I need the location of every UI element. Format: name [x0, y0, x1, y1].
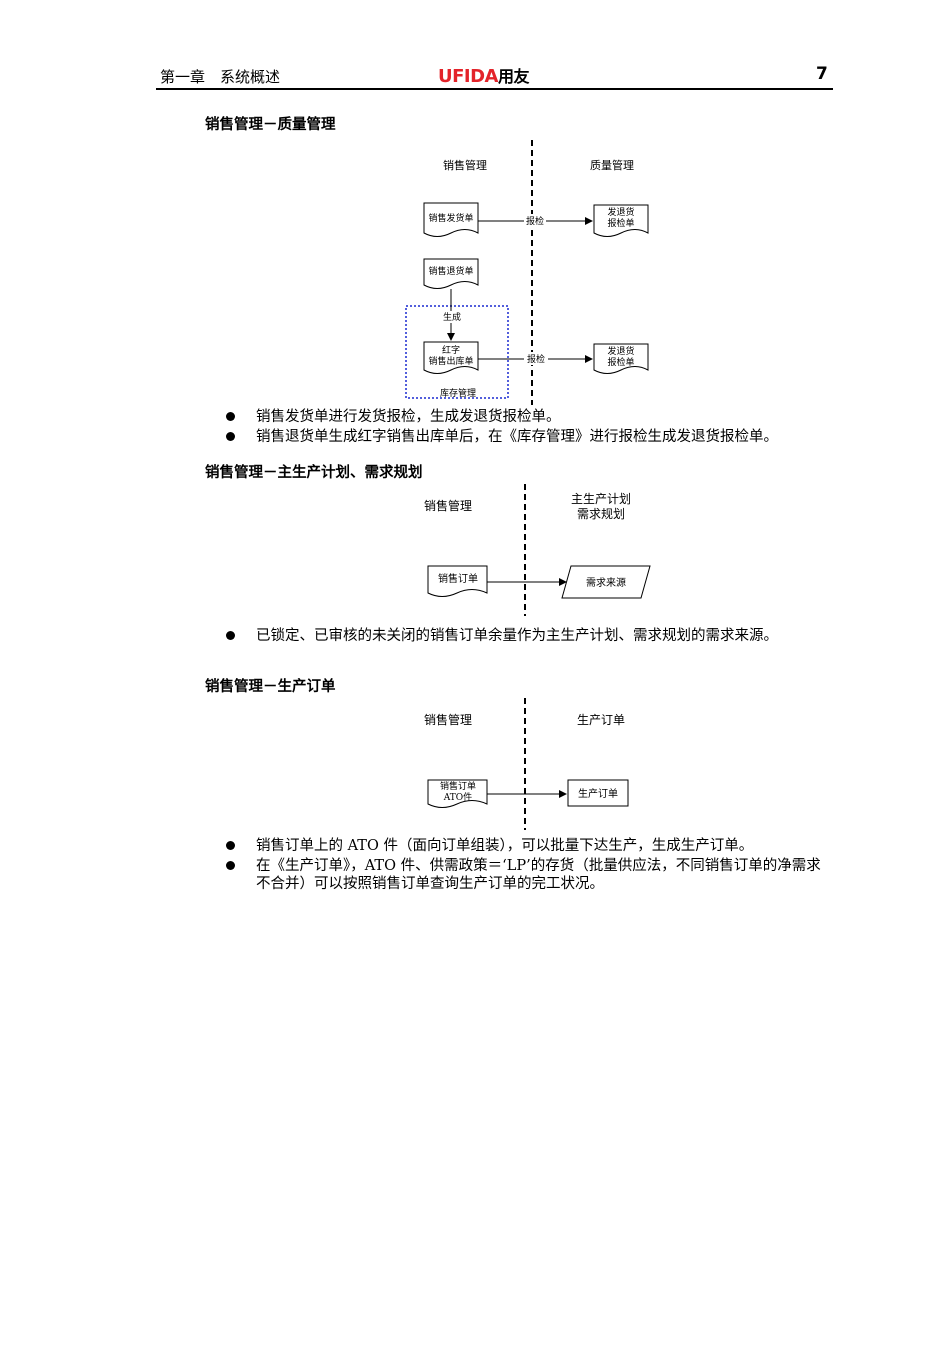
bullet-item: 销售发货单进行发货报检，生成发退货报检单。	[226, 408, 832, 426]
io-demand-source-label: 需求来源	[586, 576, 626, 589]
header-chapter: 第一章 系统概述	[160, 68, 281, 86]
logo-cn: 用友	[497, 67, 530, 86]
doc-line2: ATO件	[443, 791, 472, 803]
doc-sales-order-label: 销售订单	[438, 572, 478, 585]
doc-inspection-1	[593, 204, 649, 237]
bullet-item: 在《生产订单》，ATO 件、供需政策＝‘LP’的存货（批量供应法，不同销售订单的…	[226, 857, 832, 893]
bullet-text: 销售订单上的 ATO 件（面向订单组装），可以批量下达生产，生成生产订单。	[256, 838, 754, 854]
label-inspect-2: 报检	[527, 353, 545, 365]
doc-line1: 销售订单	[440, 780, 476, 792]
page-number: 7	[816, 64, 828, 84]
left-title: 销售管理	[443, 158, 487, 172]
bullet-dot	[226, 631, 235, 640]
doc-sales-delivery-label: 销售发货单	[428, 212, 473, 224]
bullet-dot	[226, 432, 235, 441]
right-title-line2: 需求规划	[577, 506, 625, 521]
right-title: 生产订单	[577, 713, 625, 727]
bullet-item: 销售退货单生成红字销售出库单后，在《库存管理》进行报检生成发退货报检单。	[226, 428, 832, 446]
doc-sales-return	[423, 258, 479, 289]
logo-brand: UFIDA	[438, 66, 498, 87]
left-title: 销售管理	[424, 712, 472, 727]
diagram-mps: 销售管理 主生产计划 需求规划 销售订单 需求来源	[424, 484, 651, 616]
doc-inspection-2-line2: 报检单	[607, 356, 634, 368]
box-production-order-label: 生产订单	[578, 787, 618, 800]
section2-heading: 销售管理－主生产计划、需求规划	[205, 465, 423, 481]
ufida-logo: UFIDA用友	[438, 63, 530, 87]
bullet-item: 已锁定、已审核的未关闭的销售订单余量作为主生产计划、需求规划的需求来源。	[226, 627, 832, 645]
right-title: 质量管理	[590, 158, 634, 172]
bullet-dot	[226, 412, 235, 421]
doc-sales-return-label: 销售退货单	[428, 265, 473, 277]
inventory-box	[405, 305, 509, 399]
right-title-line1: 主生产计划	[571, 492, 631, 506]
doc-red-line1: 红字	[442, 344, 460, 356]
header-rule	[156, 88, 833, 90]
bullet-item: 销售订单上的 ATO 件（面向订单组装），可以批量下达生产，生成生产订单。	[226, 837, 832, 855]
section1-heading: 销售管理－质量管理	[205, 117, 336, 133]
bullet-text: 已锁定、已审核的未关闭的销售订单余量作为主生产计划、需求规划的需求来源。	[256, 628, 778, 644]
section3-heading: 销售管理－生产订单	[205, 679, 336, 695]
section1-bullets: 销售发货单进行发货报检，生成发退货报检单。 销售退货单生成红字销售出库单后，在《…	[226, 408, 832, 448]
inventory-box-label: 库存管理	[440, 387, 476, 399]
diagram-quality: 销售管理 质量管理 销售发货单 报检 发退货 报检单 销售退货单 库存管理 生成…	[405, 140, 649, 405]
doc-red-line2: 销售出库单	[428, 355, 473, 367]
section3-bullets: 销售订单上的 ATO 件（面向订单组装），可以批量下达生产，生成生产订单。 在《…	[226, 837, 832, 895]
section2-bullets: 已锁定、已审核的未关闭的销售订单余量作为主生产计划、需求规划的需求来源。	[226, 627, 832, 647]
bullet-text: 在《生产订单》，ATO 件、供需政策＝‘LP’的存货（批量供应法，不同销售订单的…	[256, 858, 821, 892]
io-demand-source	[561, 565, 651, 599]
label-inspect-1: 报检	[526, 215, 544, 227]
box-production-order	[567, 779, 629, 807]
doc-inspection-2	[593, 343, 649, 374]
bullet-text: 销售发货单进行发货报检，生成发退货报检单。	[256, 409, 561, 425]
doc-inspection-2-line1: 发退货	[607, 345, 634, 357]
doc-sales-delivery	[423, 202, 479, 237]
doc-inspection-1-line2: 报检单	[607, 217, 634, 229]
doc-inspection-1-line1: 发退货	[607, 206, 634, 218]
bullet-dot	[226, 841, 235, 850]
doc-sales-order-ato	[427, 779, 488, 808]
doc-red-outbound	[423, 341, 479, 374]
doc-sales-order	[427, 565, 488, 597]
bullet-dot	[226, 861, 235, 870]
left-title: 销售管理	[424, 498, 472, 513]
bullet-text: 销售退货单生成红字销售出库单后，在《库存管理》进行报检生成发退货报检单。	[256, 429, 778, 445]
diagram-production: 销售管理 生产订单 销售订单 ATO件 生产订单	[424, 698, 629, 830]
label-generate: 生成	[443, 311, 461, 323]
